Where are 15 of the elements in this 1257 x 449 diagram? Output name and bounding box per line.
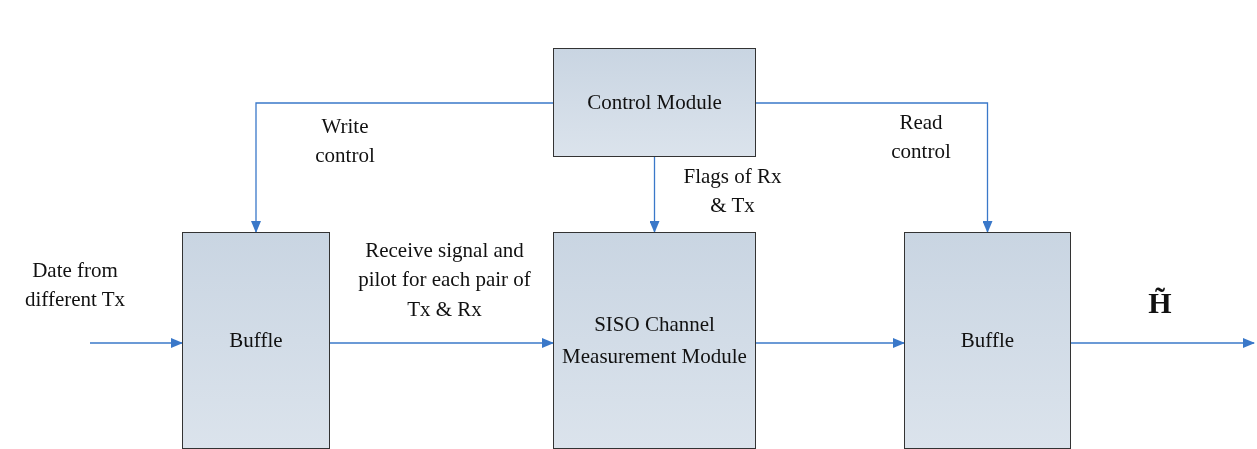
arrow	[649, 156, 660, 233]
process-box	[182, 232, 330, 449]
process-box	[904, 232, 1071, 449]
arrow	[1070, 338, 1255, 348]
arrow	[89, 338, 183, 348]
box-label: SISO Channel Measurement Module	[561, 311, 748, 370]
arrow	[251, 102, 554, 233]
box-label: Buffle	[959, 326, 1016, 354]
box-label: Control Module	[586, 88, 723, 116]
arrow	[755, 338, 905, 348]
arrow	[755, 102, 993, 233]
arrow	[329, 338, 554, 348]
box-label: Buffle	[228, 326, 284, 354]
process-box	[553, 48, 756, 157]
process-box	[553, 232, 756, 449]
